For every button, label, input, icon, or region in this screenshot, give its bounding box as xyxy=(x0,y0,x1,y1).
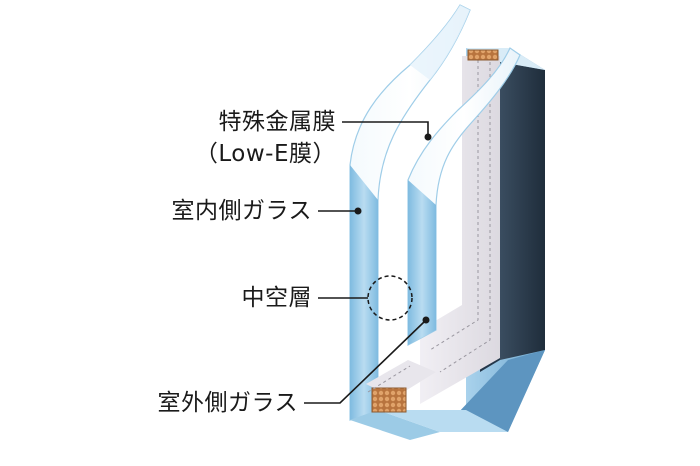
inner-glass-pane xyxy=(349,4,471,421)
low-e-label-line1: 特殊金属膜 xyxy=(218,109,336,135)
low-e-label-line2: （Low-E膜） xyxy=(194,141,336,167)
inner-glass-label: 室内側ガラス xyxy=(171,198,312,224)
leader-lines xyxy=(304,121,429,404)
leader-dots xyxy=(354,133,432,324)
outer-glass-label: 室外側ガラス xyxy=(157,390,298,416)
spacer-frame xyxy=(420,49,500,404)
hollow-layer-label: 中空層 xyxy=(241,285,312,311)
leader-low-e xyxy=(342,121,429,135)
leader-outer-glass xyxy=(304,321,425,404)
low-e-glass-pane xyxy=(407,47,521,347)
hollow-layer-marker xyxy=(367,275,413,321)
bottom-edge xyxy=(350,360,508,440)
